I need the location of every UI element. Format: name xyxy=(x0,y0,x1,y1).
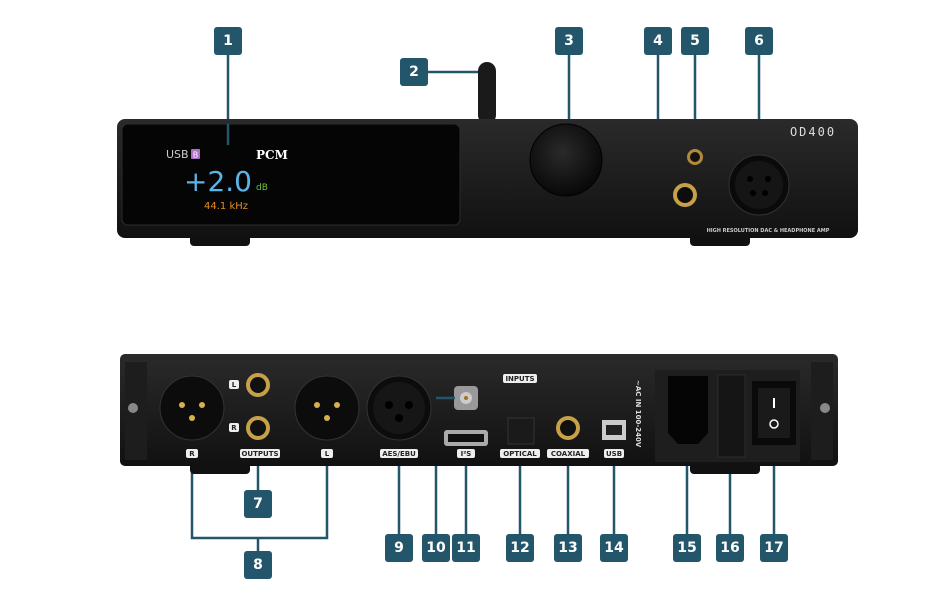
coaxial-port xyxy=(556,416,580,440)
display-input-badge: B xyxy=(193,151,199,160)
callout-4: 4 xyxy=(644,27,672,55)
display-volume-unit: dB xyxy=(256,183,268,193)
display-sample-rate: 44.1 kHz xyxy=(204,201,248,212)
rca-output-r xyxy=(246,416,270,440)
svg-text:INPUTS: INPUTS xyxy=(505,375,534,383)
ac-power-inlet xyxy=(668,376,708,444)
display-format: PCM xyxy=(256,148,288,162)
headphone-jack-small xyxy=(690,152,700,162)
callout-13: 13 xyxy=(554,534,582,562)
callout-17: 17 xyxy=(760,534,788,562)
display-input: USB xyxy=(166,148,189,161)
callout-3: 3 xyxy=(555,27,583,55)
callout-2: 2 xyxy=(400,58,428,86)
callout-8: 8 xyxy=(244,551,272,579)
callout-7: 7 xyxy=(244,490,272,518)
rear-panel: ~AC IN 100-240V R L R OUTPUTS L AES/EBU … xyxy=(120,354,838,474)
fuse-holder xyxy=(717,374,746,458)
callout-10: 10 xyxy=(422,534,450,562)
callout-6: 6 xyxy=(745,27,773,55)
callout-15: 15 xyxy=(673,534,701,562)
callout-9: 9 xyxy=(385,534,413,562)
antenna xyxy=(478,62,496,124)
xlr-output-l xyxy=(294,375,360,441)
svg-text:R: R xyxy=(231,424,237,432)
ac-in-label: ~AC IN 100-240V xyxy=(634,380,642,448)
callout-12: 12 xyxy=(506,534,534,562)
volume-knob xyxy=(529,123,603,197)
callout-lines xyxy=(190,55,776,551)
svg-text:OUTPUTS: OUTPUTS xyxy=(241,450,278,458)
svg-text:I²S: I²S xyxy=(461,450,472,458)
headphone-jack-large xyxy=(677,187,693,203)
svg-text:AES/EBU: AES/EBU xyxy=(382,450,416,458)
optical-port xyxy=(507,417,535,445)
tagline: HIGH RESOLUTION DAC & HEADPHONE AMP xyxy=(707,228,830,234)
antenna-connector xyxy=(454,386,478,410)
front-panel: OD400 HIGH RESOLUTION DAC & HEADPHONE AM… xyxy=(117,62,858,246)
svg-text:L: L xyxy=(232,381,237,389)
aes-ebu-input xyxy=(366,375,432,441)
callout-16: 16 xyxy=(716,534,744,562)
svg-text:USB: USB xyxy=(606,450,622,458)
model-logo: OD400 xyxy=(790,125,836,139)
callout-1: 1 xyxy=(214,27,242,55)
display-screen xyxy=(121,123,461,226)
xlr-output-r xyxy=(159,375,225,441)
callout-11: 11 xyxy=(452,534,480,562)
svg-text:OPTICAL: OPTICAL xyxy=(503,450,537,458)
callout-5: 5 xyxy=(681,27,709,55)
rear-labels: R L R OUTPUTS L AES/EBU I²S OPTICAL COAX… xyxy=(186,374,624,458)
svg-text:R: R xyxy=(189,450,195,458)
display-volume: +2.0 xyxy=(184,165,252,198)
svg-text:COAXIAL: COAXIAL xyxy=(551,450,586,458)
callout-14: 14 xyxy=(600,534,628,562)
rca-output-l xyxy=(246,373,270,397)
svg-text:L: L xyxy=(325,450,330,458)
